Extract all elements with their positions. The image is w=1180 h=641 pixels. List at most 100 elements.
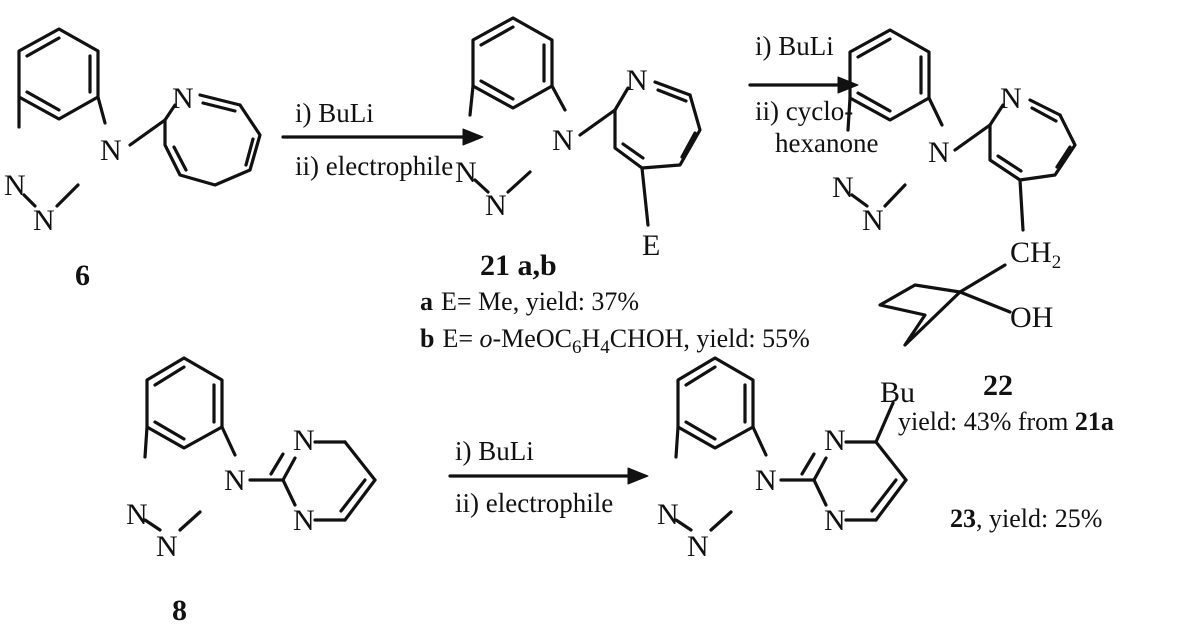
double-bond (800, 452, 816, 476)
atom-n: N (928, 136, 950, 169)
reagent-step-2: ii) electrophile (295, 151, 453, 181)
pyridine-ring (988, 113, 1077, 182)
arrowhead (627, 467, 649, 485)
reagent-step-2: ii) electrophile (455, 488, 613, 518)
atom-e: E (642, 229, 660, 262)
double-bond (25, 90, 61, 112)
benzene-ring (145, 356, 224, 450)
reagent-step-1: i) BuLi (755, 31, 834, 61)
double-bond (172, 145, 188, 172)
arrowhead (462, 128, 484, 146)
atom-n: N (552, 124, 574, 157)
atom-bu: Bu (880, 376, 915, 409)
bond (674, 518, 693, 532)
bond (640, 166, 650, 227)
double-bond (870, 478, 898, 513)
compound-23-label: 23 (950, 504, 976, 533)
compound-23-caption: 23, yield: 25% (950, 504, 1102, 533)
bond (927, 96, 944, 127)
note-text: H (581, 324, 600, 353)
bond (1018, 178, 1025, 232)
bond (812, 478, 828, 507)
reaction-arrow-2 (748, 76, 859, 94)
bond (850, 193, 869, 208)
atom-n: N (485, 189, 507, 222)
bond (343, 478, 377, 522)
double-bond (479, 79, 515, 101)
double-bond (856, 91, 892, 113)
atom-n: N (862, 204, 884, 237)
atom-n: N (657, 498, 679, 531)
bond (506, 170, 532, 194)
atom-n: N (824, 504, 846, 537)
compound-8-label: 8 (172, 594, 187, 627)
ch2-group: CH2 (1010, 236, 1061, 273)
atom-n: N (172, 82, 194, 115)
note-ortho: o (480, 324, 493, 353)
double-bond (339, 478, 367, 513)
reagent-step-2: ii) cyclo- (755, 96, 853, 126)
subscript: 4 (600, 337, 610, 358)
compound-21-label: 21 a,b (480, 249, 557, 282)
bond (578, 108, 617, 137)
bond (55, 183, 80, 208)
bond (473, 178, 490, 194)
bond (468, 84, 475, 117)
reaction-arrow-3 (448, 467, 649, 485)
reagent-step-2-cont: hexanone (775, 128, 878, 158)
atom-n: N (224, 464, 246, 497)
atom-n: N (4, 169, 26, 202)
double-bond (996, 154, 1023, 173)
atom-n: N (755, 464, 777, 497)
benzene-ring (17, 27, 100, 121)
double-bond (25, 36, 61, 58)
bond (128, 118, 167, 147)
benzene-ring (471, 16, 554, 110)
double-bond (153, 365, 186, 387)
double-bond (1030, 106, 1058, 123)
note-text: E= (442, 324, 479, 353)
bond (143, 425, 149, 459)
double-bond (269, 452, 285, 476)
reagent-step-1: i) BuLi (455, 436, 534, 466)
atom-oh: OH (1010, 301, 1053, 334)
bond (281, 456, 297, 482)
atom-n: N (626, 64, 648, 97)
bond (958, 290, 1012, 314)
reagent-step-1: i) BuLi (295, 98, 374, 128)
atom-n: N (33, 204, 55, 237)
double-bond (684, 365, 717, 387)
double-bond (479, 25, 515, 47)
bond (674, 425, 680, 459)
bond (709, 510, 733, 532)
pyridine-ring (613, 93, 702, 170)
atom-n: N (156, 530, 178, 563)
reaction-arrow-1 (281, 128, 484, 146)
bond (953, 123, 992, 152)
bond (613, 86, 630, 112)
bond (874, 401, 895, 444)
atom-n: N (100, 134, 122, 167)
compound-22-label: 22 (983, 369, 1013, 402)
double-bond (621, 142, 645, 160)
double-bond (201, 101, 237, 113)
bond (96, 95, 107, 125)
double-bond (153, 420, 186, 441)
compound-22-structure: N N N N CH2 OH (832, 28, 1077, 347)
bond (22, 193, 37, 208)
compound-6-structure: N N N N (4, 27, 262, 237)
key-a: a (420, 287, 433, 316)
compound-6-label: 6 (75, 259, 90, 292)
bond (220, 425, 237, 457)
double-bond (656, 88, 688, 103)
bond (143, 518, 162, 532)
yield-text: yield: 43% from (898, 407, 1075, 436)
atom-n: N (126, 498, 148, 531)
note-text: CHOH, yield: 55% (610, 324, 810, 353)
bond (653, 80, 692, 97)
subscript: 6 (572, 337, 582, 358)
double-bond (856, 37, 892, 59)
bond (846, 96, 852, 132)
note-text: -MeOC (493, 324, 572, 353)
